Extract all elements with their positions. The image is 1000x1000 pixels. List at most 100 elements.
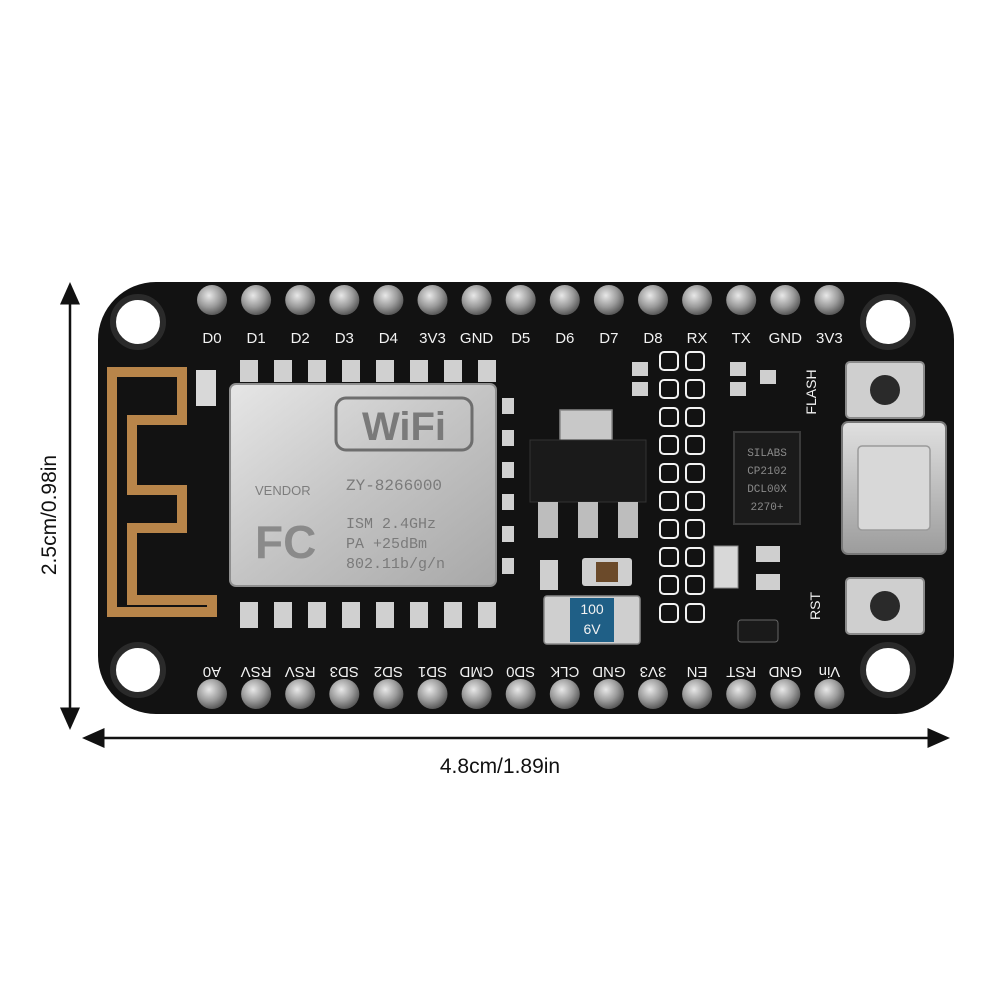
module-pad <box>410 602 428 628</box>
bottom-pin-label: CMD <box>459 663 493 680</box>
bottom-pin-label: GND <box>592 663 626 680</box>
solder-pad <box>685 575 705 595</box>
bottom-pin <box>197 679 227 709</box>
top-pin-label: D2 <box>291 330 310 347</box>
top-pin <box>726 285 757 315</box>
top-pin <box>549 285 580 315</box>
solder-pad <box>685 463 705 483</box>
reset-button <box>845 577 925 635</box>
top-pin-label: TX <box>732 330 751 347</box>
module-pad <box>502 430 514 446</box>
top-pin <box>505 285 536 315</box>
height-dimension-label: 2.5cm/0.98in <box>38 454 61 576</box>
wifi-logo-frame <box>334 396 474 452</box>
reset-label: RST <box>807 592 823 620</box>
esp-module-shield <box>229 383 497 587</box>
module-spec-1: ISM 2.4GHz <box>346 516 436 533</box>
solder-pad <box>685 407 705 427</box>
top-pin-label: GND <box>769 330 803 347</box>
bottom-pin-label: SD2 <box>374 663 403 680</box>
top-pin-label: GND <box>460 330 494 347</box>
module-pad <box>502 398 514 414</box>
module-pad <box>240 360 258 382</box>
top-pin <box>417 285 448 315</box>
bottom-pin-label: RST <box>726 663 756 680</box>
bottom-pin <box>726 679 757 709</box>
top-pin <box>682 285 713 315</box>
top-pin <box>241 285 272 315</box>
solder-pad <box>659 463 679 483</box>
top-pin <box>329 285 360 315</box>
solder-pad <box>685 547 705 567</box>
top-pin <box>638 285 668 315</box>
bottom-pin <box>373 679 404 709</box>
module-pad <box>502 558 514 574</box>
bottom-pin-label: 3V3 <box>640 663 667 680</box>
bottom-pin-label: RSV <box>285 663 316 680</box>
module-pad <box>502 526 514 542</box>
module-pad <box>478 360 496 382</box>
module-pad <box>444 360 462 382</box>
voltage-regulator <box>529 409 647 538</box>
module-pad <box>444 602 462 628</box>
bottom-pin <box>770 679 801 709</box>
solder-pad <box>685 379 705 399</box>
solder-pad <box>685 519 705 539</box>
bottom-pin <box>549 679 580 709</box>
module-pad <box>502 494 514 510</box>
capacitor-voltage: 6V <box>583 621 601 637</box>
top-pin <box>770 285 801 315</box>
solder-pad <box>659 379 679 399</box>
top-pin-label: D8 <box>643 330 662 347</box>
flash-label: FLASH <box>803 369 819 414</box>
bottom-pin <box>417 679 448 709</box>
top-pin-label: D3 <box>335 330 354 347</box>
module-spec-3: 802.11b/g/n <box>346 556 445 573</box>
module-pad <box>502 462 514 478</box>
top-pin <box>593 285 624 315</box>
module-spec-2: PA +25dBm <box>346 536 427 553</box>
small-components <box>196 362 780 643</box>
top-pin <box>197 285 227 315</box>
top-pin-label: D1 <box>247 330 266 347</box>
top-pin-label: 3V3 <box>419 330 446 347</box>
bottom-pin <box>682 679 713 709</box>
top-pin-label: D7 <box>599 330 618 347</box>
bottom-pin <box>241 679 272 709</box>
module-pad <box>410 360 428 382</box>
module-pad <box>308 360 326 382</box>
pad-column <box>659 351 705 623</box>
solder-pad <box>659 603 679 623</box>
module-pad <box>240 602 258 628</box>
bottom-pin-label: RSV <box>241 663 272 680</box>
chip-marking: DCL00X <box>747 484 787 496</box>
flash-button <box>845 361 925 419</box>
bottom-pin <box>593 679 624 709</box>
bottom-pin-label: CLK <box>550 663 579 680</box>
bottom-pin <box>285 679 316 709</box>
top-pin <box>285 285 316 315</box>
solder-pad <box>659 575 679 595</box>
module-vendor: VENDOR <box>255 483 311 498</box>
module-pad <box>478 602 496 628</box>
solder-pad <box>659 547 679 567</box>
top-pin-label: D0 <box>202 330 221 347</box>
solder-pad <box>685 491 705 511</box>
wifi-logo: WiFi <box>362 405 446 449</box>
module-model: ZY-8266000 <box>346 477 442 495</box>
bottom-pin <box>505 679 536 709</box>
solder-pad <box>659 435 679 455</box>
module-pad <box>274 602 292 628</box>
top-pin-label: D4 <box>379 330 398 347</box>
top-pin-label: D5 <box>511 330 530 347</box>
capacitor-label <box>570 598 614 642</box>
top-pin-label: 3V3 <box>816 330 843 347</box>
top-pin <box>814 285 845 315</box>
micro-usb-port <box>841 421 947 555</box>
module-pad <box>274 360 292 382</box>
fc-mark: FC <box>255 516 316 568</box>
